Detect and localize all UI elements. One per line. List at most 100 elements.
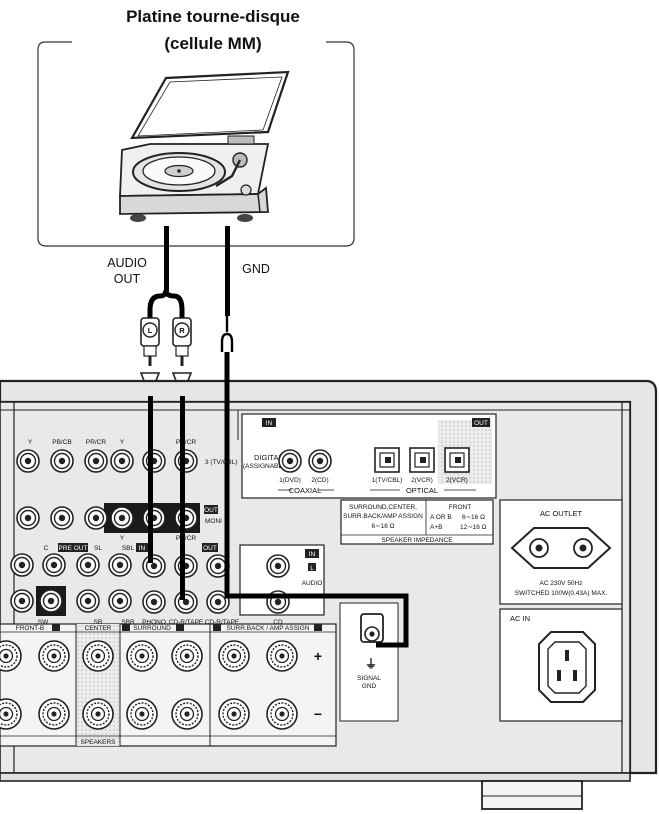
surr-back-l-mark: [314, 624, 322, 631]
cdr-out-badge: [202, 543, 218, 552]
video-y-label-2: Y: [120, 439, 125, 446]
coax-1-label: 1(DVD): [279, 477, 301, 484]
video-y-label-1: Y: [28, 439, 33, 446]
audio-r-cable-lower: [180, 396, 185, 600]
signal-gnd-terminal: [360, 613, 384, 643]
tv-cbl-label: 3 (TV/CBL): [205, 459, 238, 466]
ac-spec-line2: SWITCHED 100W(0.43A) MAX.: [515, 590, 608, 597]
digital-assignable-label: (ASSIGNABLE): [243, 463, 289, 470]
speaker-post-4: [126, 640, 158, 672]
plus-mark: +: [314, 648, 322, 664]
surround-r-mark: [122, 624, 130, 631]
video-pb-label-1: PB/CB: [52, 439, 72, 446]
audio-l-cable-lower: [148, 396, 153, 563]
optical-1-label: 1(TV/CBL): [372, 477, 403, 484]
signal-gnd-symbol: ⏚: [365, 657, 377, 671]
impedance-front: FRONT: [449, 504, 471, 511]
minus-mark: −: [314, 706, 322, 722]
video-jack-8: [50, 506, 74, 530]
speakers-label: SPEAKERS: [80, 739, 116, 746]
video-jack-11: [142, 506, 166, 530]
diagram-title-line1: Platine tourne-disque: [126, 7, 300, 26]
pre-out-jack-3: [76, 553, 100, 577]
optical-out-badge-text: OUT: [474, 420, 488, 427]
video-pr-label-1: PR/CR: [86, 439, 107, 446]
audio-in-badge: [136, 543, 148, 552]
surr-back-r-mark: [213, 624, 221, 631]
cd-l-jack: [266, 554, 290, 578]
optical-label: OPTICAL: [406, 486, 438, 495]
pre-out-jack-5: [10, 589, 34, 613]
turntable-illustration: [119, 70, 290, 222]
speaker-post-11: [126, 698, 158, 730]
ac-in-socket: [538, 631, 596, 703]
audio-in-badge-text: IN: [139, 545, 146, 552]
signal-gnd-label-1: SIGNAL: [357, 675, 381, 682]
video-jack-7: [16, 506, 40, 530]
speaker-post-13: [218, 698, 250, 730]
audio-out-label-line2: OUT: [114, 272, 141, 286]
cd-l-mark: [308, 563, 316, 571]
video-jack-6: [174, 449, 198, 473]
video-jack-10: [110, 506, 134, 530]
signal-gnd-label-2: GND: [362, 683, 377, 690]
gnd-cable-upper: [225, 226, 230, 316]
sw-label: SW: [38, 619, 49, 626]
cd-in-badge-text: IN: [309, 551, 316, 558]
speaker-post-2: [38, 640, 70, 672]
optical-1-jack: [374, 447, 400, 473]
front-b-l-mark: [52, 624, 60, 631]
diagram-title-line2: (cellule MM): [164, 34, 261, 53]
video-y-label-3: Y: [120, 535, 125, 542]
plug-right: R: [172, 317, 192, 366]
speakers-section: FRONT-B CENTER SURROUND SURR.BACK / AMP …: [0, 623, 337, 747]
phono-r-jack: [142, 590, 166, 614]
pre-out-jack-2: [42, 553, 66, 577]
sbr-label: SBR: [121, 619, 135, 626]
impedance-a-plus-b: A+B: [430, 524, 442, 531]
optical-out-badge: [472, 418, 490, 427]
surround-label: SURROUND: [133, 625, 171, 632]
plug-left: L: [140, 317, 160, 366]
optical-out-label: 2(VCR): [446, 477, 468, 484]
digital-in-badge-text: IN: [266, 420, 273, 427]
monitor-label: MONI: [205, 518, 222, 525]
speaker-post-9: [38, 698, 70, 730]
sl-label: SL: [94, 545, 102, 552]
surround-l-mark: [176, 624, 184, 631]
speaker-post-7: [266, 640, 298, 672]
impedance-a-or-b: A OR B: [430, 514, 452, 521]
video-jack-4: [110, 449, 134, 473]
video-jack-9: [84, 506, 108, 530]
audio-label: AUDIO: [302, 580, 323, 587]
gnd-cable-route: [224, 352, 409, 648]
video-jack-3: [84, 449, 108, 473]
video-pr-label-3: PR/CR: [176, 535, 197, 542]
speaker-post-3: [82, 640, 114, 672]
pre-out-jack-6: [76, 589, 100, 613]
front-b-label: FRONT-B: [16, 625, 45, 632]
gnd-label: GND: [242, 262, 270, 276]
plug-right-label: R: [179, 326, 185, 335]
impedance-surround-line1: SURROUND,CENTER,: [349, 504, 417, 511]
ac-spec-line1: AC 230V 50Hz: [540, 580, 583, 587]
cdr-out-badge-text: OUT: [203, 545, 217, 552]
phono-label: PHONO: [142, 619, 166, 626]
digital-label: DIGITAL: [254, 453, 283, 462]
impedance-a-plus-b-value: 12∼16 Ω: [460, 524, 487, 531]
pre-out-jack-1: [10, 553, 34, 577]
plug-left-label: L: [148, 326, 153, 335]
digital-in-badge: [262, 418, 276, 427]
video-jack-2: [50, 449, 74, 473]
pre-out-badge: [58, 543, 88, 552]
cdr-tape-label-1: CD-R/TAPE: [169, 619, 204, 626]
impedance-surround-value: 6∼16 Ω: [372, 523, 395, 530]
coax-2-label: 2(CD): [311, 477, 328, 484]
optical-2-label: 2(VCR): [411, 477, 433, 484]
speaker-post-5: [171, 640, 203, 672]
cd-l-mark-text: L: [310, 565, 314, 572]
impedance-surround-line2: SURR.BACK/AMP ASSIGN: [343, 513, 423, 520]
center-label: CENTER: [85, 625, 112, 632]
optical-2-jack: [409, 447, 435, 473]
